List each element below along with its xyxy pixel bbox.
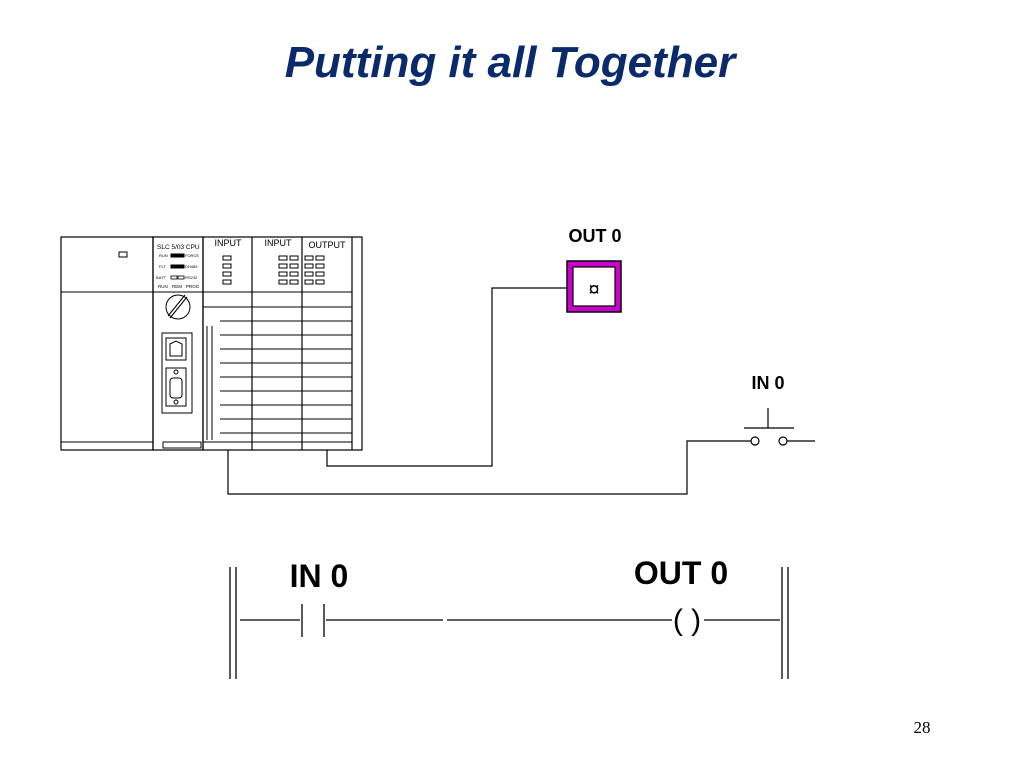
output-device-label: OUT 0 (568, 226, 621, 246)
output-module-leds (304, 255, 325, 285)
led-dh485 (177, 264, 185, 269)
led-force (177, 253, 185, 258)
page-number: 28 (913, 718, 931, 737)
ladder-contact-label: IN 0 (290, 558, 349, 594)
output-lamp (566, 260, 622, 313)
led-rs232 (177, 275, 185, 280)
pushbutton-switch-icon (718, 408, 815, 446)
mode-label-prog: PROG (186, 284, 200, 289)
lamp-icon: ¤ (588, 279, 599, 301)
terminal-strips (203, 306, 352, 443)
power-supply (60, 236, 154, 451)
field-wiring (227, 287, 718, 495)
led-label-rs232: RS232 (185, 275, 198, 280)
ladder-coil-symbol: ( ) (673, 604, 701, 637)
output-wire (326, 287, 567, 467)
power-indicator-icon (118, 251, 128, 258)
input-module-2-leds (278, 255, 299, 285)
cpu-port-panel (161, 332, 193, 414)
ladder-coil-label: OUT 0 (634, 555, 728, 591)
io-chassis (202, 236, 363, 451)
led-label-force: FORCE (185, 253, 199, 258)
mode-label-run: RUN (158, 284, 168, 289)
rs232-port-icon (165, 367, 187, 407)
slide-title: Putting it all Together (284, 38, 736, 87)
plc-rack (60, 236, 363, 451)
dh485-port-icon (165, 337, 187, 361)
led-label-batt: BATT (156, 275, 166, 280)
module-label-output: OUTPUT (309, 240, 347, 250)
keyswitch-icon (165, 294, 191, 320)
input-wire (227, 440, 718, 495)
module-label-input-2: INPUT (265, 238, 293, 248)
module-label-input-1: INPUT (215, 238, 243, 248)
led-batt (170, 275, 178, 280)
led-label-dh485: DH485 (185, 264, 198, 269)
mode-label-rem: REM (172, 284, 182, 289)
ladder-rung (229, 567, 789, 679)
input-device-label: IN 0 (751, 373, 784, 393)
led-flt (170, 264, 178, 269)
led-label-flt: FLT (159, 264, 166, 269)
input-module-1-leds (222, 255, 232, 285)
cpu-label: SLC 5/03 CPU (157, 244, 200, 251)
led-label-run: RUN (159, 253, 168, 258)
led-run (170, 253, 178, 258)
